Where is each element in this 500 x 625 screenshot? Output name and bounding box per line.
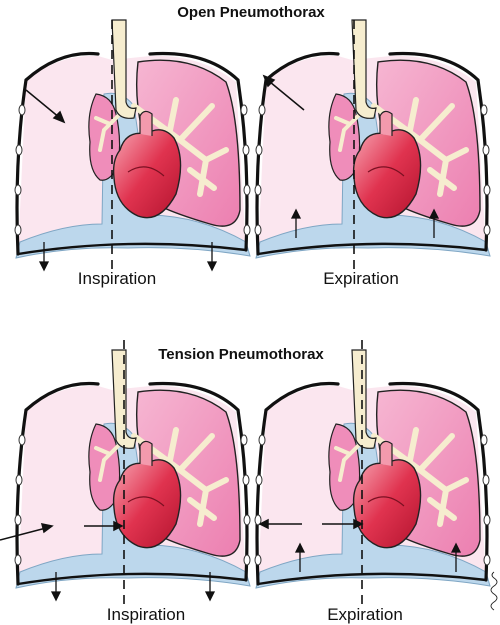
airflow-arrow bbox=[262, 74, 305, 111]
diaphragm-down-arrows bbox=[50, 572, 216, 602]
panel-open-inspiration bbox=[15, 20, 250, 272]
panel-tension-inspiration bbox=[0, 340, 250, 610]
diaphragm-up-arrows bbox=[290, 208, 440, 238]
caption-tension-expiration: Expiration bbox=[327, 605, 403, 624]
caption-open-expiration: Expiration bbox=[323, 269, 399, 288]
airflow-arrow bbox=[258, 518, 364, 530]
panel-tension-expiration bbox=[255, 340, 490, 610]
airflow-arrow bbox=[25, 89, 66, 124]
caption-open-inspiration: Inspiration bbox=[78, 269, 156, 288]
caption-tension-inspiration: Inspiration bbox=[107, 605, 185, 624]
diaphragm-down-arrows bbox=[38, 242, 218, 272]
section-title-open: Open Pneumothorax bbox=[177, 4, 325, 21]
artist-signature bbox=[490, 571, 498, 611]
section-title-tension: Tension Pneumothorax bbox=[158, 346, 324, 363]
panel-open-expiration bbox=[255, 20, 490, 272]
diaphragm-up-arrows bbox=[294, 542, 462, 572]
airflow-arrow bbox=[0, 520, 124, 541]
